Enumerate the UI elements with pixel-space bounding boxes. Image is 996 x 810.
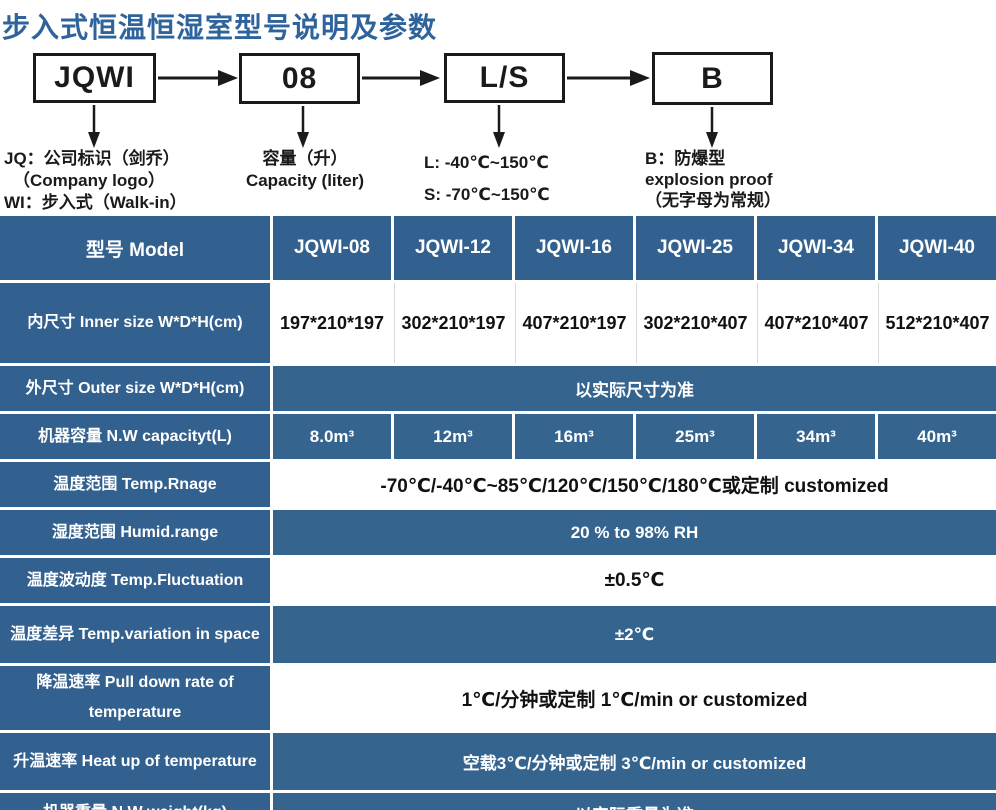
note-capacity: 容量（升） Capacity (liter) — [220, 148, 390, 192]
row-label-temp-range: 温度范围 Temp.Rnage — [0, 462, 270, 507]
capacity-value: 16m³ — [515, 414, 633, 459]
row-label-inner-size: 内尺寸 Inner size W*D*H(cm) — [0, 283, 270, 363]
code-box-explosion: B — [652, 52, 773, 105]
pull-down-rate-value: 1℃/分钟或定制 1℃/min or customized — [273, 666, 996, 730]
row-label-weight: 机器重量 N.W weight(kg) — [0, 793, 270, 810]
weight-value: 以实际重量为准 — [273, 793, 996, 810]
note-line: S: -70℃~150℃ — [424, 185, 550, 204]
inner-size-value: 302*210*407 — [636, 283, 754, 363]
note-line: WI：步入式（Walk-in） — [4, 193, 187, 212]
note-line: 容量（升） — [262, 149, 348, 168]
header-model: JQWI-12 — [394, 216, 512, 280]
header-model: JQWI-08 — [273, 216, 391, 280]
inner-size-value: 302*210*197 — [394, 283, 512, 363]
model-code-diagram: JQWI 08 L/S B JQ：公司标识（剑乔） （Company logo）… — [0, 45, 996, 215]
row-label-pull-down-rate: 降温速率 Pull down rate of temperature — [0, 666, 270, 730]
note-line: （无字母为常规） — [645, 191, 781, 210]
inner-size-value: 407*210*197 — [515, 283, 633, 363]
note-explosion-proof: B：防爆型 explosion proof （无字母为常规） — [645, 148, 781, 211]
row-label-outer-size: 外尺寸 Outer size W*D*H(cm) — [0, 366, 270, 411]
heat-up-rate-value: 空载3℃/分钟或定制 3℃/min or customized — [273, 733, 996, 790]
header-model: JQWI-40 — [878, 216, 996, 280]
row-label-temp-variation: 温度差异 Temp.variation in space — [0, 606, 270, 663]
header-model: JQWI-34 — [757, 216, 875, 280]
inner-size-value: 407*210*407 — [757, 283, 875, 363]
note-line: （Company logo） — [13, 171, 166, 190]
header-model: JQWI-16 — [515, 216, 633, 280]
capacity-value: 25m³ — [636, 414, 754, 459]
note-line: L: -40℃~150℃ — [424, 153, 549, 172]
temp-fluctuation-value: ±0.5℃ — [273, 558, 996, 603]
row-label-temp-fluctuation: 温度波动度 Temp.Fluctuation — [0, 558, 270, 603]
spec-table: 型号 Model JQWI-08 JQWI-12 JQWI-16 JQWI-25… — [0, 216, 996, 810]
outer-size-value: 以实际尺寸为准 — [273, 366, 996, 411]
capacity-value: 8.0m³ — [273, 414, 391, 459]
code-box-temp-range: L/S — [444, 53, 565, 103]
row-label-heat-up-rate: 升温速率 Heat up of temperature — [0, 733, 270, 790]
note-line: Capacity (liter) — [245, 171, 365, 190]
page-title: 步入式恒温恒湿室型号说明及参数 — [2, 12, 438, 43]
code-box-capacity: 08 — [239, 53, 360, 104]
note-line: JQ：公司标识（剑乔） — [4, 149, 180, 168]
header-model: JQWI-25 — [636, 216, 754, 280]
note-line: B：防爆型 — [645, 149, 726, 168]
capacity-value: 34m³ — [757, 414, 875, 459]
code-box-brand: JQWI — [33, 53, 156, 103]
inner-size-value: 512*210*407 — [878, 283, 996, 363]
inner-size-value: 197*210*197 — [273, 283, 391, 363]
temp-variation-value: ±2℃ — [273, 606, 996, 663]
capacity-value: 40m³ — [878, 414, 996, 459]
humidity-range-value: 20 % to 98% RH — [273, 510, 996, 555]
capacity-value: 12m³ — [394, 414, 512, 459]
row-label-capacity: 机器容量 N.W capacityt(L) — [0, 414, 270, 459]
flow-arrows — [88, 70, 718, 148]
note-temp-codes: L: -40℃~150℃ S: -70℃~150℃ — [424, 147, 550, 211]
temp-range-value: -70℃/-40℃~85℃/120℃/150℃/180℃或定制 customiz… — [273, 462, 996, 507]
note-line: explosion proof — [645, 170, 773, 189]
row-label-humidity-range: 湿度范围 Humid.range — [0, 510, 270, 555]
note-company-logo: JQ：公司标识（剑乔） （Company logo） WI：步入式（Walk-i… — [4, 148, 187, 214]
header-model-label: 型号 Model — [0, 216, 270, 280]
